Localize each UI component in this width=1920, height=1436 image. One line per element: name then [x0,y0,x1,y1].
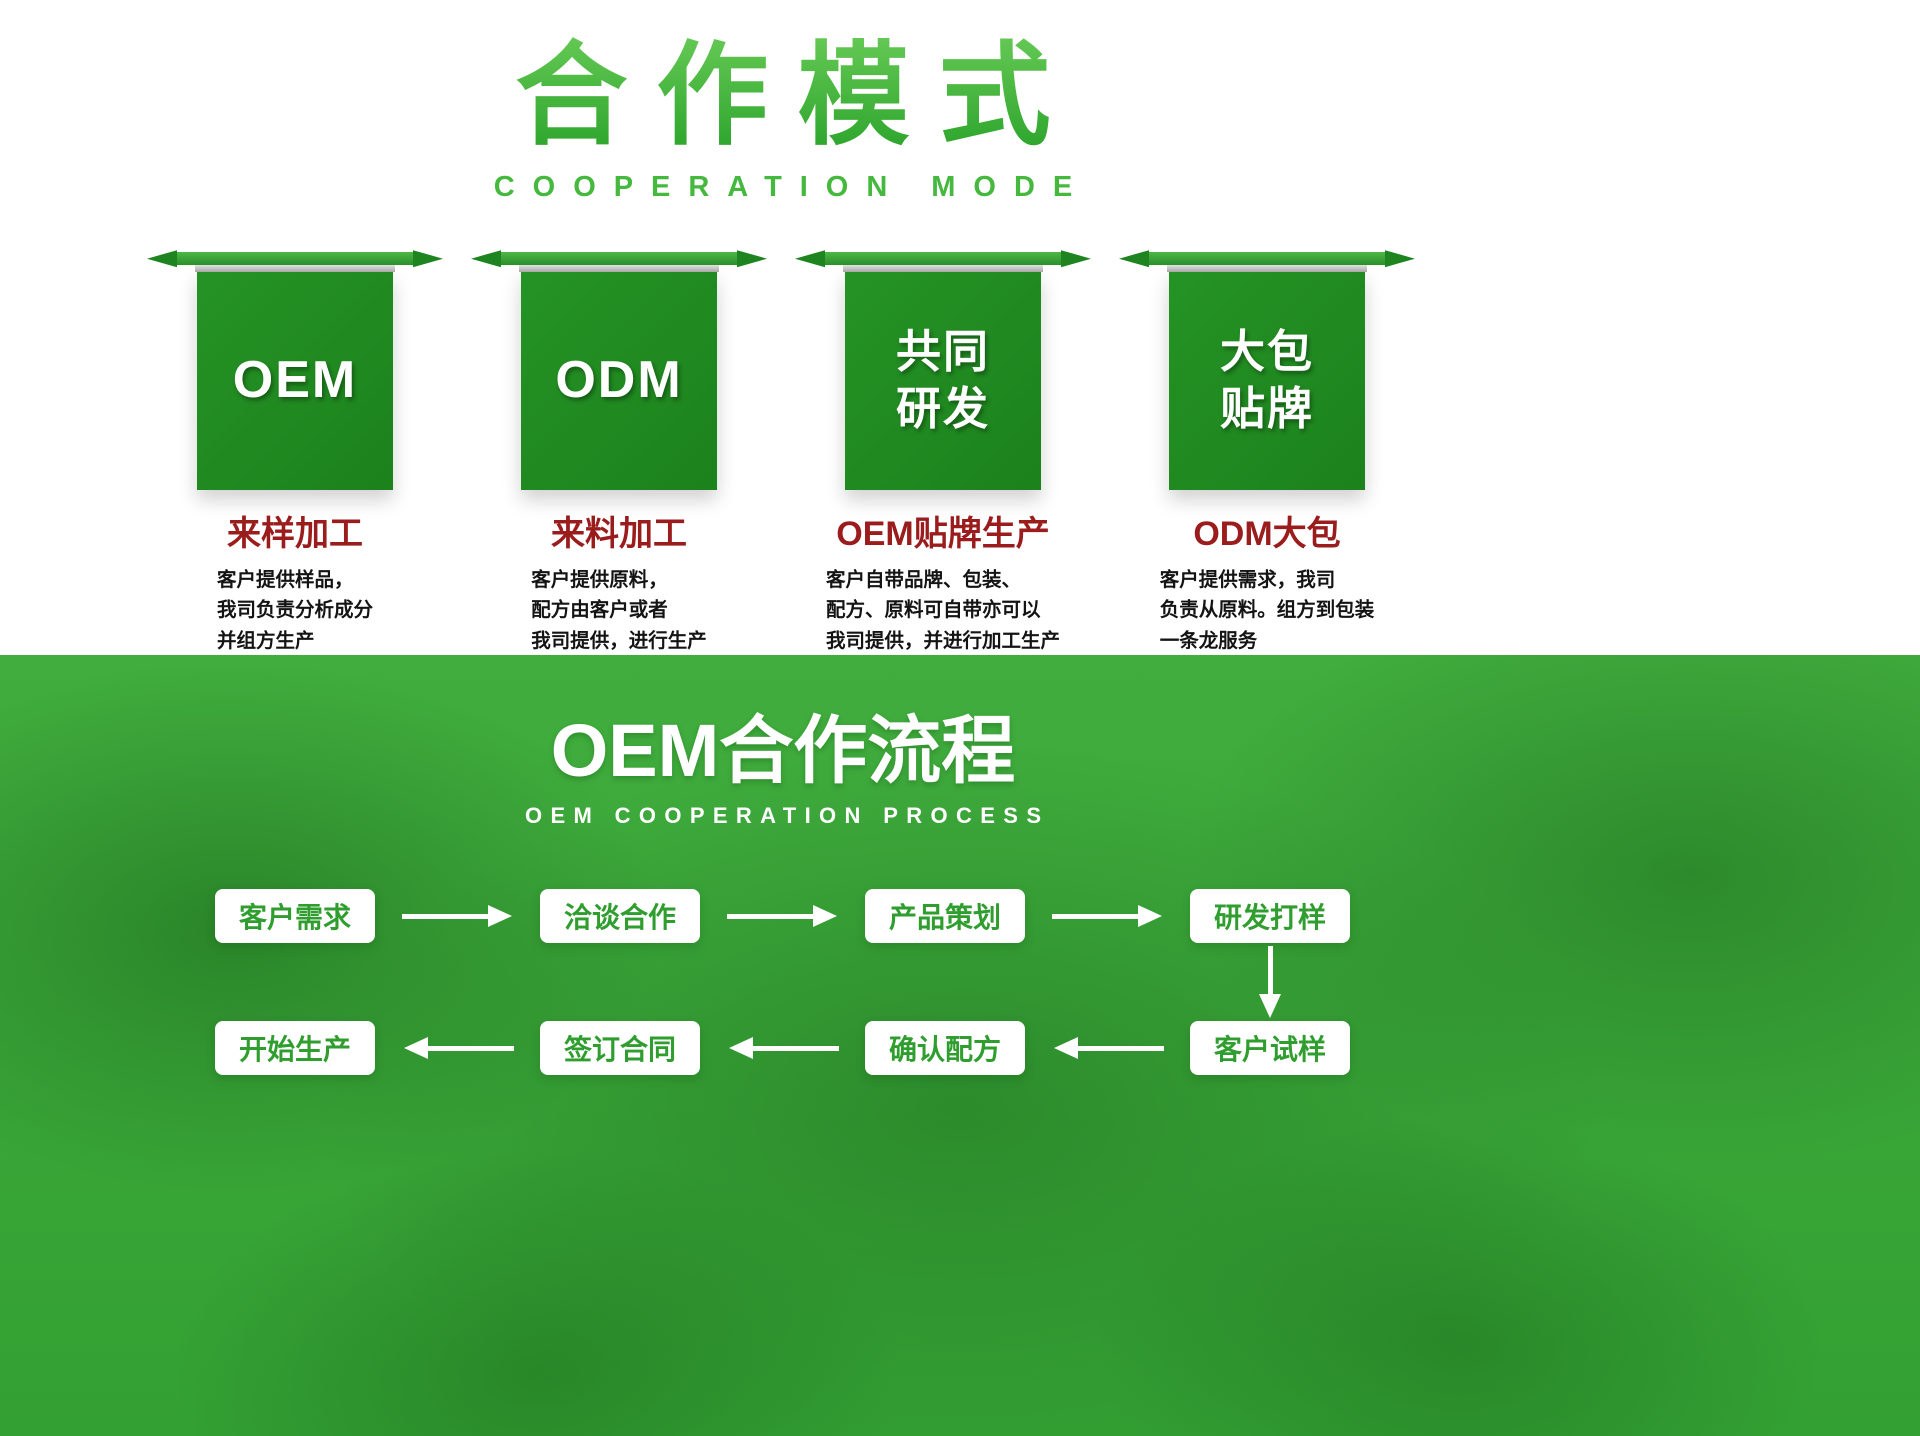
mode-desc-line: 并组方生产 [216,629,315,652]
mode-flag: OEM [197,271,393,491]
mode-banner: ODM [464,252,774,491]
mode-desc-line: 客户自带品牌、包装、 [825,569,1021,592]
mode-flag: 共同 研发 [845,271,1041,491]
flow-step-confirm-formula: 确认配方 [865,1021,1025,1076]
arrow-left-icon [727,1037,839,1060]
mode-desc-line: 一条龙服务 [1159,629,1258,652]
flow-step-customer-trial: 客户试样 [1190,1021,1350,1076]
flow-step-start-production: 开始生产 [215,1021,375,1076]
banner-rod [819,252,1067,266]
flow-step-product-planning: 产品策划 [865,889,1025,944]
modes-row: OEM 来样加工 客户提供样品， 我司负责分析成分 并组方生产 ODM [140,252,1566,656]
mode-card-joint-rd: 共同 研发 OEM贴牌生产 客户自带品牌、包装、 配方、原料可自带亦可以 我司提… [788,252,1098,656]
mode-name: 来样加工 [227,515,363,554]
arrow-right-icon [1051,905,1164,928]
banner-rod [171,252,419,266]
mode-card-full-package: 大包 贴牌 ODM大包 客户提供需求，我司 负责从原料。组方到包装 一条龙服务 [1112,252,1422,656]
flow-step-sign-contract: 签订合同 [540,1021,700,1076]
flag-text: ODM [555,351,683,410]
page-title: 合作模式 [0,34,1566,157]
flow-step-rd-sampling: 研发打样 [1190,889,1350,944]
cooperation-mode-section: 合作模式 COOPERATION MODE OEM 来样加工 客户提供样品， 我… [0,0,1920,655]
process-inner: OEM合作流程 OEM COOPERATION PROCESS 客户需求 洽谈合… [0,709,1566,1076]
flow-step-customer-demand: 客户需求 [215,889,375,944]
mode-flag: 大包 贴牌 [1169,271,1365,491]
arrow-left-icon [402,1037,514,1060]
arrow-right-icon [401,905,514,928]
mode-banner: 大包 贴牌 [1112,252,1422,491]
banner-rail [519,263,719,273]
flag-text: 大包 [1219,326,1314,378]
mode-description: 客户提供原料， 配方由客户或者 我司提供，进行生产 [531,565,707,656]
flow-step-negotiate-cooperation: 洽谈合作 [540,889,700,944]
mode-description: 客户提供需求，我司 负责从原料。组方到包装 一条龙服务 [1160,565,1375,656]
process-flowchart: 客户需求 洽谈合作 产品策划 研发打样 开始生产 签订合同 确认配方 客户试样 [215,889,1566,1076]
mode-description: 客户提供样品， 我司负责分析成分 并组方生产 [217,565,373,656]
banner-rod [495,252,743,266]
mode-desc-line: 配方由客户或者 [531,599,668,622]
mode-card-oem: OEM 来样加工 客户提供样品， 我司负责分析成分 并组方生产 [140,252,450,656]
mode-desc-line: 我司提供，并进行加工生产 [825,629,1060,652]
banner-rail [195,263,395,273]
page-subtitle: COOPERATION MODE [493,171,1091,204]
mode-description: 客户自带品牌、包装、 配方、原料可自带亦可以 我司提供，并进行加工生产 [826,565,1060,656]
mode-name: ODM大包 [1193,515,1341,554]
process-subtitle: OEM COOPERATION PROCESS [525,803,1050,829]
arrow-right-icon [726,905,839,928]
mode-desc-line: 客户提供样品， [216,569,354,592]
mode-desc-line: 我司负责分析成分 [216,599,373,622]
flag-text: OEM [232,351,358,410]
oem-process-section: OEM合作流程 OEM COOPERATION PROCESS 客户需求 洽谈合… [0,655,1920,1436]
arrow-left-icon [1052,1037,1164,1060]
flag-text: 研发 [895,382,990,434]
mode-banner: OEM [140,252,450,491]
mode-banner: 共同 研发 [788,252,1098,491]
mode-flag: ODM [521,271,717,491]
mode-name: OEM贴牌生产 [836,515,1050,554]
mode-desc-line: 负责从原料。组方到包装 [1159,599,1375,622]
mode-desc-line: 配方、原料可自带亦可以 [825,599,1041,622]
flag-text: 共同 [895,326,990,378]
mode-desc-line: 我司提供，进行生产 [531,629,707,652]
mode-card-odm: ODM 来料加工 客户提供原料， 配方由客户或者 我司提供，进行生产 [464,252,774,656]
process-title: OEM合作流程 [550,709,1016,792]
banner-rod [1143,252,1391,266]
mode-name: 来料加工 [551,515,687,554]
flag-text: 贴牌 [1219,382,1314,434]
arrow-down-icon [1259,946,1281,1019]
top-inner: 合作模式 COOPERATION MODE OEM 来样加工 客户提供样品， 我… [0,34,1566,656]
mode-desc-line: 客户提供原料， [531,569,668,592]
banner-rail [843,263,1043,273]
mode-desc-line: 客户提供需求，我司 [1159,569,1336,592]
banner-rail [1167,263,1367,273]
